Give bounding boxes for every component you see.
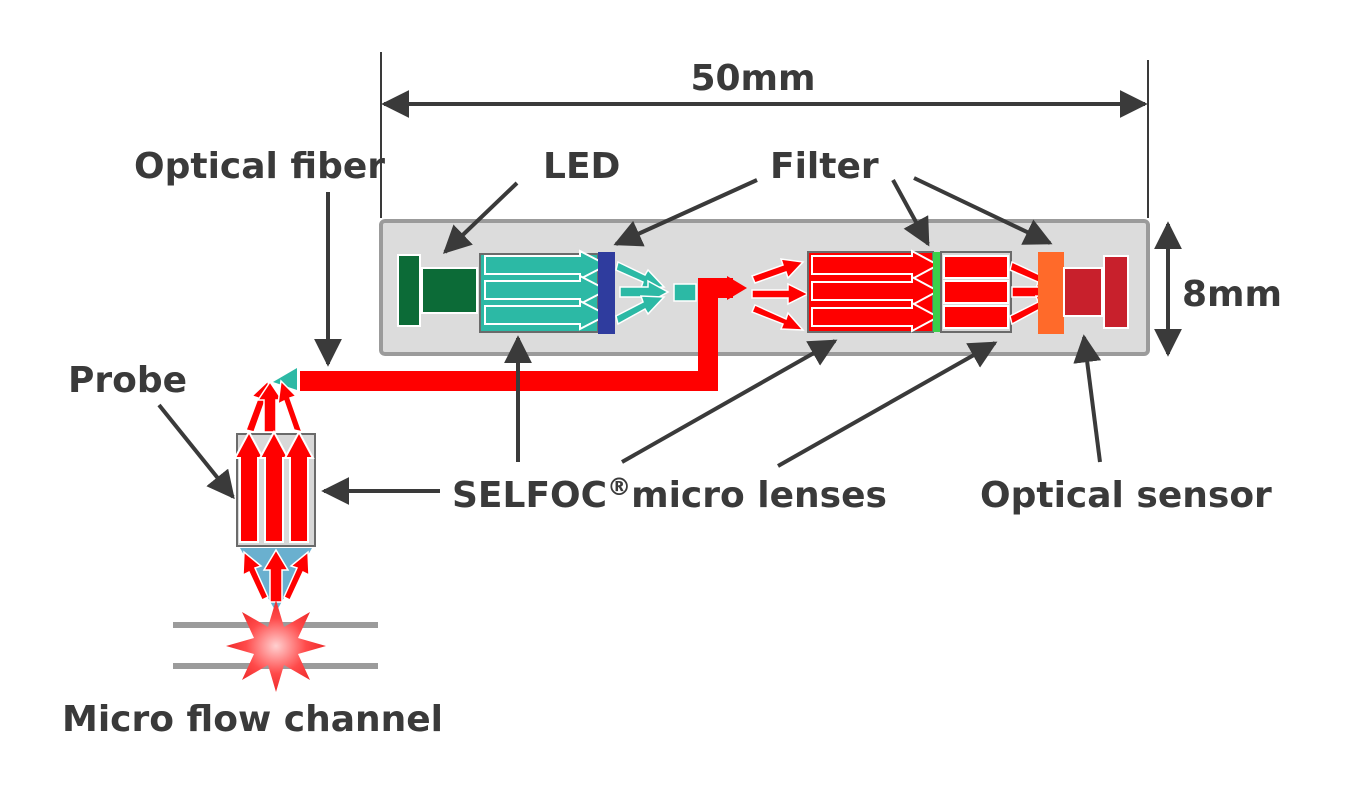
label-selfoc-suffix: micro lenses xyxy=(631,475,887,516)
emission-lens-1 xyxy=(807,249,941,333)
emission-filter-orange xyxy=(1038,252,1064,334)
length-dimension-label: 50mm xyxy=(690,58,815,99)
led xyxy=(397,254,478,327)
label-probe: Probe xyxy=(68,360,187,401)
optical-fiber xyxy=(300,278,733,391)
label-led: LED xyxy=(543,146,620,187)
micro-flow-channel xyxy=(173,600,378,692)
label-selfoc: SELFOC xyxy=(452,475,607,516)
leader-filter-3 xyxy=(913,176,1053,245)
excitation-lens xyxy=(479,249,610,333)
leader-led xyxy=(442,181,519,254)
probe xyxy=(233,368,316,612)
excitation-filter xyxy=(598,252,615,334)
emission-filter-green xyxy=(933,252,941,332)
emission-diverge-arrows xyxy=(750,258,810,331)
label-optical-sensor: Optical sensor xyxy=(980,475,1272,516)
length-dimension: 50mm xyxy=(380,52,1149,218)
excitation-focus-arrows xyxy=(615,260,670,326)
fiber-coupling-point xyxy=(673,283,697,302)
label-micro-flow-channel: Micro flow channel xyxy=(62,699,443,740)
height-dimension: 8mm xyxy=(1154,221,1282,357)
leader-filter-1 xyxy=(613,178,758,247)
emission-lens-2 xyxy=(940,251,1012,333)
fluorescence-star xyxy=(226,600,326,692)
leader-optical-sensor xyxy=(1073,334,1102,463)
leader-selfoc-emission-1 xyxy=(621,339,838,464)
leader-lines xyxy=(157,176,1102,505)
leader-selfoc-emission-2 xyxy=(777,341,998,468)
height-dimension-label: 8mm xyxy=(1182,274,1282,315)
optical-sensor xyxy=(1063,255,1129,329)
label-optical-fiber: Optical fiber xyxy=(134,146,385,187)
leader-probe xyxy=(157,403,235,500)
label-selfoc-registered: ® xyxy=(607,473,631,501)
label-filter: Filter xyxy=(770,146,879,187)
label-selfoc-micro-lenses: SELFOC®micro lenses xyxy=(452,473,887,516)
leader-filter-2 xyxy=(891,179,930,247)
